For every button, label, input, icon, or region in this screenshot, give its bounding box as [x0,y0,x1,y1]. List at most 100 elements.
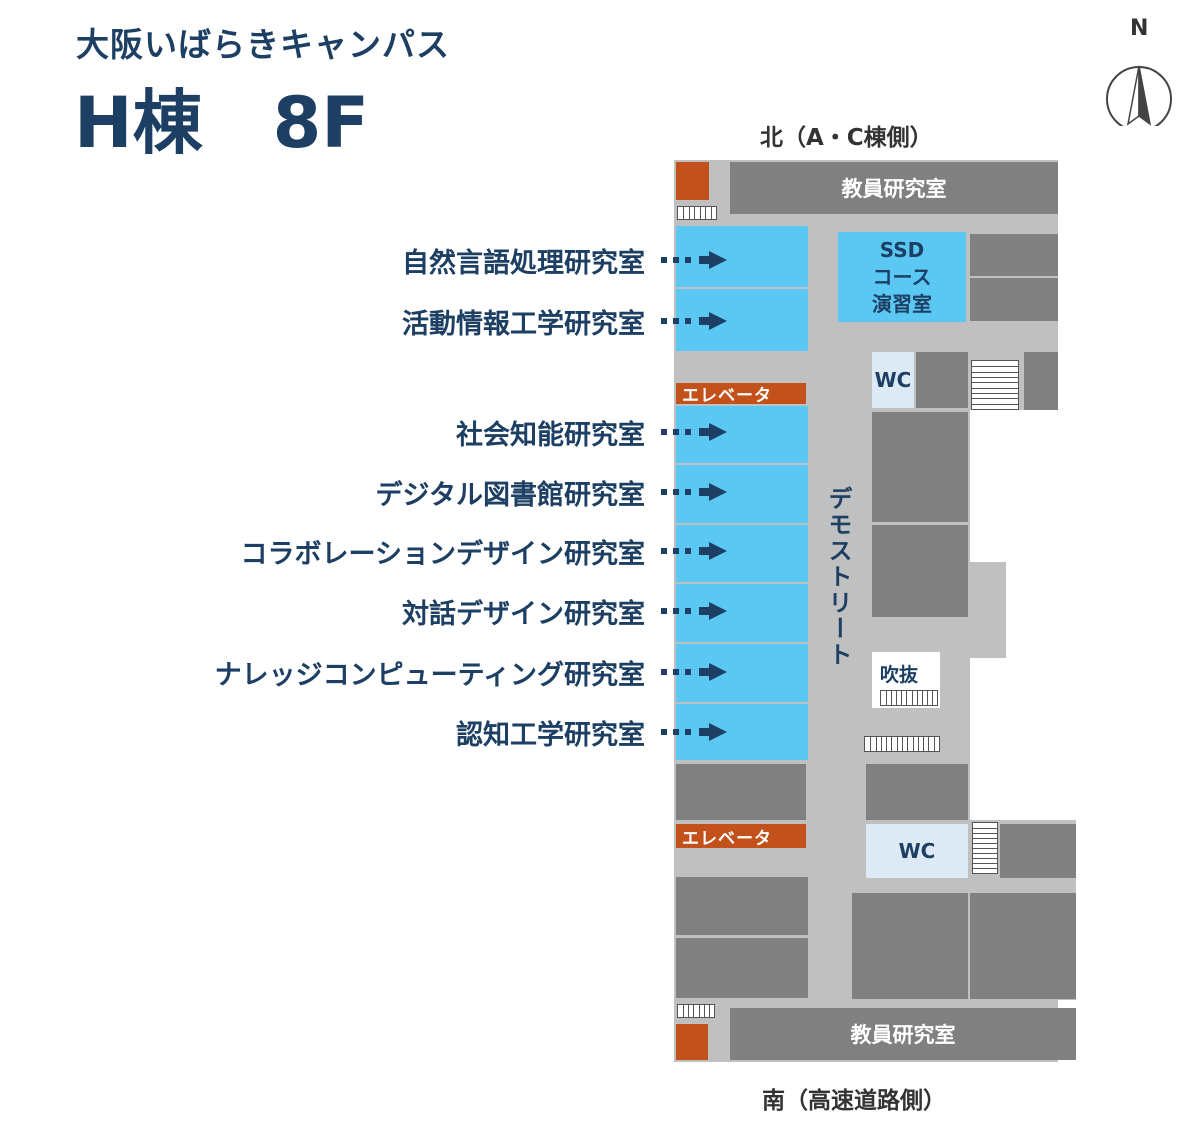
faculty-room-south: 教員研究室 [730,1008,1076,1060]
stair-tread [921,691,923,705]
stair-tread [694,207,696,219]
stair-tread [875,737,877,751]
arrow-right-icon [661,311,729,331]
ssd-room-label-2: コース [872,264,932,289]
lab-room [676,465,808,523]
stair-tread [972,398,1018,400]
stairs-south-east [972,822,998,874]
lab-name: 自然言語処理研究室 [402,247,645,279]
arrow-right-icon [661,662,729,682]
room [970,278,1058,321]
stair-tread [710,207,712,219]
lab-name: 社会知能研究室 [456,419,645,451]
elevator-south-label: エレベータ [682,828,772,849]
faculty-room-north-label: 教員研究室 [841,177,947,201]
wc-south-label: WC [898,839,936,863]
faculty-room-south-label: 教員研究室 [850,1023,956,1047]
stair-tread [902,737,903,751]
lab-label-row: ナレッジコンピューティング研究室 [215,652,729,692]
campus-title: 大阪いばらきキャンパス [76,25,450,64]
stair-tread [699,207,701,219]
stair-tread [973,838,997,839]
room [866,764,968,820]
stair-tread [931,691,933,705]
lab-name: 対話デザイン研究室 [402,598,645,630]
stair-tread [708,1005,710,1017]
stair-tread [870,737,872,751]
room [970,893,1076,999]
stair-tread [972,387,1018,389]
room [872,412,968,522]
stair-tread [886,737,888,751]
elevator-south: エレベータ [676,824,806,849]
stair-tread [972,366,1018,368]
stair-tread [705,207,707,219]
stair-tread [973,828,997,829]
stair-tread [923,737,925,751]
building-floor-title: H棟 8F [74,82,370,164]
lab-name: ナレッジコンピューティング研究室 [214,659,645,691]
room [676,764,806,820]
stair-tread [688,1005,690,1017]
arrow-right-icon [661,722,729,742]
stair-tread [906,691,908,705]
stairs-north-east [971,360,1019,410]
south-direction-label: 南（高速道路側） [762,1088,946,1114]
stair-tread [907,737,909,751]
stair-tread [886,691,888,705]
lab-label-row: 自然言語処理研究室 [402,240,729,280]
lab-label-row: 認知工学研究室 [456,712,729,752]
stair-tread [683,207,685,219]
arrow-right-icon [661,601,729,621]
compass-north-label: N [1130,16,1149,41]
south-stair-landing [676,1024,708,1060]
stair-tread [911,691,913,705]
stair-tread [688,207,690,219]
plan-cutout [970,658,1060,820]
wc-north: WC [872,352,914,408]
atrium-stairs [880,690,938,706]
stair-tread [973,868,997,869]
arrow-right-icon [661,250,729,270]
room [1024,352,1058,410]
lab-label-row: 活動情報工学研究室 [402,301,729,341]
stair-tread [972,371,1018,373]
elevator-north-label: エレベータ [682,386,772,406]
stair-tread [698,1005,700,1017]
stair-tread [912,737,914,751]
room [1000,824,1076,878]
lab-room [676,289,808,351]
arrow-right-icon [661,422,729,442]
arrow-right-icon [661,541,729,561]
stair-tread [891,691,893,705]
faculty-room-north: 教員研究室 [730,162,1058,214]
north-stair-landing [676,162,709,200]
stair-tread [928,737,930,751]
lab-room [676,584,808,642]
room [872,525,968,617]
north-direction-label: 北（A・C棟側） [760,125,933,151]
stair-tread [917,737,919,751]
lab-name: 活動情報工学研究室 [402,308,645,340]
stair-tread [693,1005,695,1017]
lab-room [676,226,808,287]
stair-tread [703,1005,705,1017]
stair-tread [933,737,935,751]
lab-room [676,644,808,702]
stair-tread [972,377,1018,378]
stair-tread [972,393,1018,394]
ssd-room-label-3: 演習室 [872,291,932,316]
stair-tread [973,853,997,854]
stair-tread [973,848,997,849]
ssd-room-label-1: SSD [879,237,925,262]
stair-tread [880,737,882,751]
room [676,877,808,935]
room [916,352,968,408]
plan-cutout [970,410,1060,562]
stairs-center [864,736,940,752]
lab-name: 認知工学研究室 [456,719,645,751]
room [676,938,808,998]
lab-room [676,406,808,463]
stair-tread [896,737,898,751]
compass: N [1106,16,1177,126]
